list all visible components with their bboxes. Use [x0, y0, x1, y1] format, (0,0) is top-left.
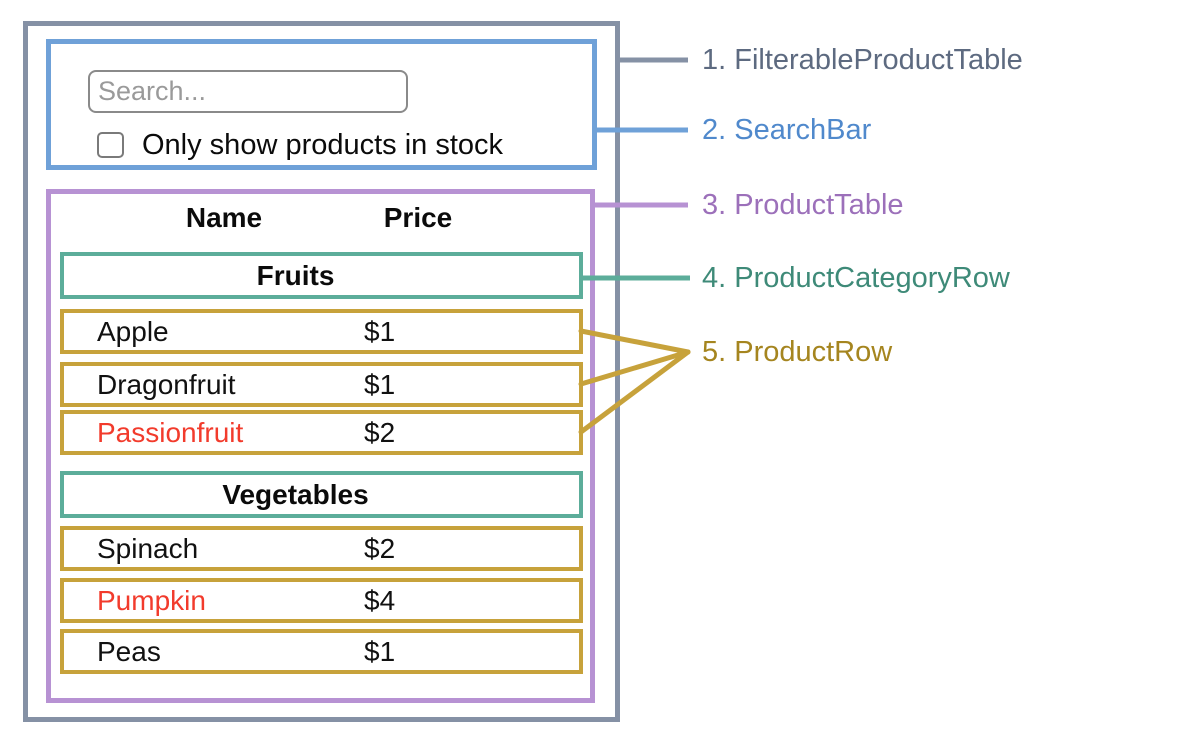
category-label: Fruits: [256, 259, 335, 291]
product-row: Dragonfruit $1: [60, 362, 583, 407]
category-row-vegetables: Vegetables: [60, 471, 583, 518]
product-row: Apple $1: [60, 309, 583, 354]
product-row: Peas $1: [60, 629, 583, 674]
product-price: $4: [364, 584, 396, 616]
product-row: Passionfruit $2: [60, 410, 583, 455]
product-name: Passionfruit: [97, 416, 244, 448]
product-name: Apple: [97, 315, 169, 347]
in-stock-checkbox[interactable]: [97, 132, 124, 158]
product-name: Dragonfruit: [97, 368, 236, 400]
product-row: Spinach $2: [60, 526, 583, 571]
annotation-product-category-row: 4. ProductCategoryRow: [702, 262, 1010, 294]
column-header-name: Name: [185, 202, 263, 233]
category-label: Vegetables: [222, 478, 369, 510]
in-stock-checkbox-label: Only show products in stock: [142, 129, 504, 161]
product-name: Pumpkin: [97, 584, 206, 616]
annotation-search-bar: 2. SearchBar: [702, 114, 872, 146]
annotation-filterable-product-table: 1. FilterableProductTable: [702, 44, 1023, 76]
product-price: $1: [364, 635, 396, 667]
annotation-product-row: 5. ProductRow: [702, 336, 893, 368]
search-input[interactable]: [88, 70, 408, 113]
product-price: $2: [364, 532, 396, 564]
product-price: $1: [364, 315, 396, 347]
category-row-fruits: Fruits: [60, 252, 583, 299]
product-row: Pumpkin $4: [60, 578, 583, 623]
product-name: Peas: [97, 635, 161, 667]
product-price: $2: [364, 416, 396, 448]
product-name: Spinach: [97, 532, 199, 564]
column-header-price: Price: [383, 202, 453, 233]
product-price: $1: [364, 368, 396, 400]
annotation-product-table: 3. ProductTable: [702, 189, 904, 221]
